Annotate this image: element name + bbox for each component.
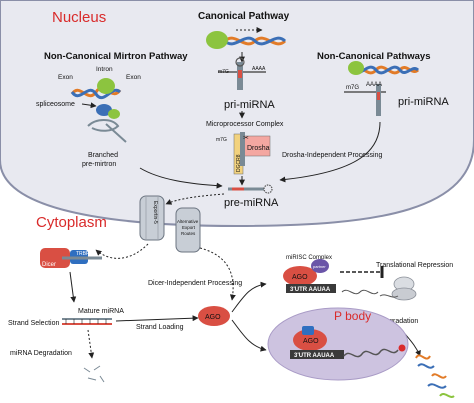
ribosome-icon xyxy=(379,276,417,301)
nucleus-region xyxy=(0,0,474,228)
dicer-label: Dicer xyxy=(42,262,56,268)
p-body-cap xyxy=(398,344,406,352)
spliceosome-complex xyxy=(96,104,120,119)
drosha-independent-label: Drosha-Independent Processing xyxy=(282,152,383,159)
exportin5-pore-channel-icon xyxy=(139,195,165,241)
dgcr8-label: DGCR8 xyxy=(236,154,242,172)
pre-mirna-to-export-arrow xyxy=(165,193,225,205)
canonical-m7g-label: m7G xyxy=(218,69,229,75)
mirna-degradation-label: miRNA Degradation xyxy=(10,350,72,357)
non-canonical-aaaa-label: AAAA xyxy=(366,82,382,88)
microprocessor-m7g-label: m7G xyxy=(216,137,227,143)
branched-label-line2: pre-mirtron xyxy=(82,161,116,168)
p-body-utr-label: 3'UTR AAUAA xyxy=(294,353,335,359)
spliceosome-label: spliceosome xyxy=(36,101,75,108)
exportin5-label: Exportin-5 xyxy=(152,201,158,224)
ago-to-pbody-arrow xyxy=(231,319,267,352)
drosha-label: Drosha xyxy=(247,145,270,152)
pre-mirna-hairpin-icon xyxy=(228,184,273,194)
mirisc-partner-label: partner xyxy=(313,264,326,269)
mrna-tail-wave xyxy=(341,289,379,295)
trbp-label: TRBP xyxy=(76,251,90,257)
canonical-dna-helix-icon xyxy=(206,27,287,49)
mirisc-complex xyxy=(283,259,336,293)
mirtron-intron-label: Intron xyxy=(96,66,113,73)
mature-mirna-duplex-icon xyxy=(62,318,112,325)
ago-to-mirisc-arrow xyxy=(231,281,267,313)
export-to-dicer-arrow xyxy=(95,243,149,259)
cytoplasm-label: Cytoplasm xyxy=(36,214,107,231)
mature-to-ago-arrow xyxy=(115,315,199,322)
mrna-fragments-icon xyxy=(415,354,455,398)
mirtron-dna-helix-icon xyxy=(70,78,122,100)
non-canonical-pri-mirna-label: pri-miRNA xyxy=(398,96,449,108)
translational-repression-label: Translational Repression xyxy=(376,262,453,269)
mature-mirna-label: Mature miRNA xyxy=(78,308,124,315)
branched-pre-mirtron-icon xyxy=(87,119,127,143)
non-canonical-pathways-title: Non-Canonical Pathways xyxy=(317,51,431,62)
mirisc-complex-label: miRISC Complex xyxy=(286,255,332,261)
canonical-pri-mirna-hairpin-icon xyxy=(218,57,266,90)
alt-export-label-line1: Alternative xyxy=(177,219,199,224)
strand-selection-label: Strand Selection xyxy=(8,320,59,327)
p-body-region xyxy=(267,307,409,381)
microprocessor-complex-label: Microprocessor Complex xyxy=(206,121,284,128)
branched-label-line1: Branched xyxy=(88,152,118,159)
strand-loading-label: Strand Loading xyxy=(136,324,184,331)
scissors-icon: ✂ xyxy=(243,135,249,142)
p-body-mrna-wave xyxy=(343,348,399,358)
spliceosome-arrow xyxy=(81,102,97,109)
mirisc-utr-label: 3'UTR AAUAA xyxy=(290,287,331,293)
non-canonical-pri-mirna-hairpin-icon xyxy=(344,84,386,116)
p-body-label: P body xyxy=(334,309,371,323)
alternative-export-pore-channel-icon xyxy=(175,207,201,253)
alt-export-label-line2: Export xyxy=(182,225,196,230)
ago-label: AGO xyxy=(205,314,221,321)
mature-to-degradation-arrow xyxy=(87,329,95,359)
mirtron-to-pre-mirna-arrow xyxy=(139,167,223,189)
mirtron-exon-right-label: Exon xyxy=(126,74,141,81)
pre-mirna-label: pre-miRNA xyxy=(224,197,279,209)
non-canonical-dna-helix-icon xyxy=(348,61,420,75)
canonical-pri-mirna-label: pri-miRNA xyxy=(224,99,275,111)
canonical-aaaa-label: AAAA xyxy=(252,66,266,72)
alt-export-label-line3: Routes xyxy=(181,231,196,236)
dicer-complex xyxy=(40,248,102,268)
p-body-ago-label: AGO xyxy=(303,338,319,345)
canonical-pathway-title: Canonical Pathway xyxy=(198,11,290,22)
microprocessor-complex xyxy=(233,132,271,175)
degradation-fragments-icon xyxy=(83,365,105,383)
nucleus-label: Nucleus xyxy=(52,9,106,26)
non-canonical-to-pre-mirna-arrow xyxy=(279,121,381,183)
p-body-ago-complex xyxy=(290,326,344,359)
dicer-independent-label: Dicer-Independent Processing xyxy=(148,280,242,287)
non-canonical-m7g-label: m7G xyxy=(346,85,359,91)
alt-export-to-ago-arrow xyxy=(199,247,236,301)
mirisc-ago-label: AGO xyxy=(292,274,308,281)
ago-protein xyxy=(198,306,230,326)
dicer-to-mature-arrow xyxy=(69,271,77,303)
mirtron-exon-left-label: Exon xyxy=(58,74,73,81)
mirtron-pathway-title: Non-Canonical Mirtron Pathway xyxy=(44,51,188,62)
